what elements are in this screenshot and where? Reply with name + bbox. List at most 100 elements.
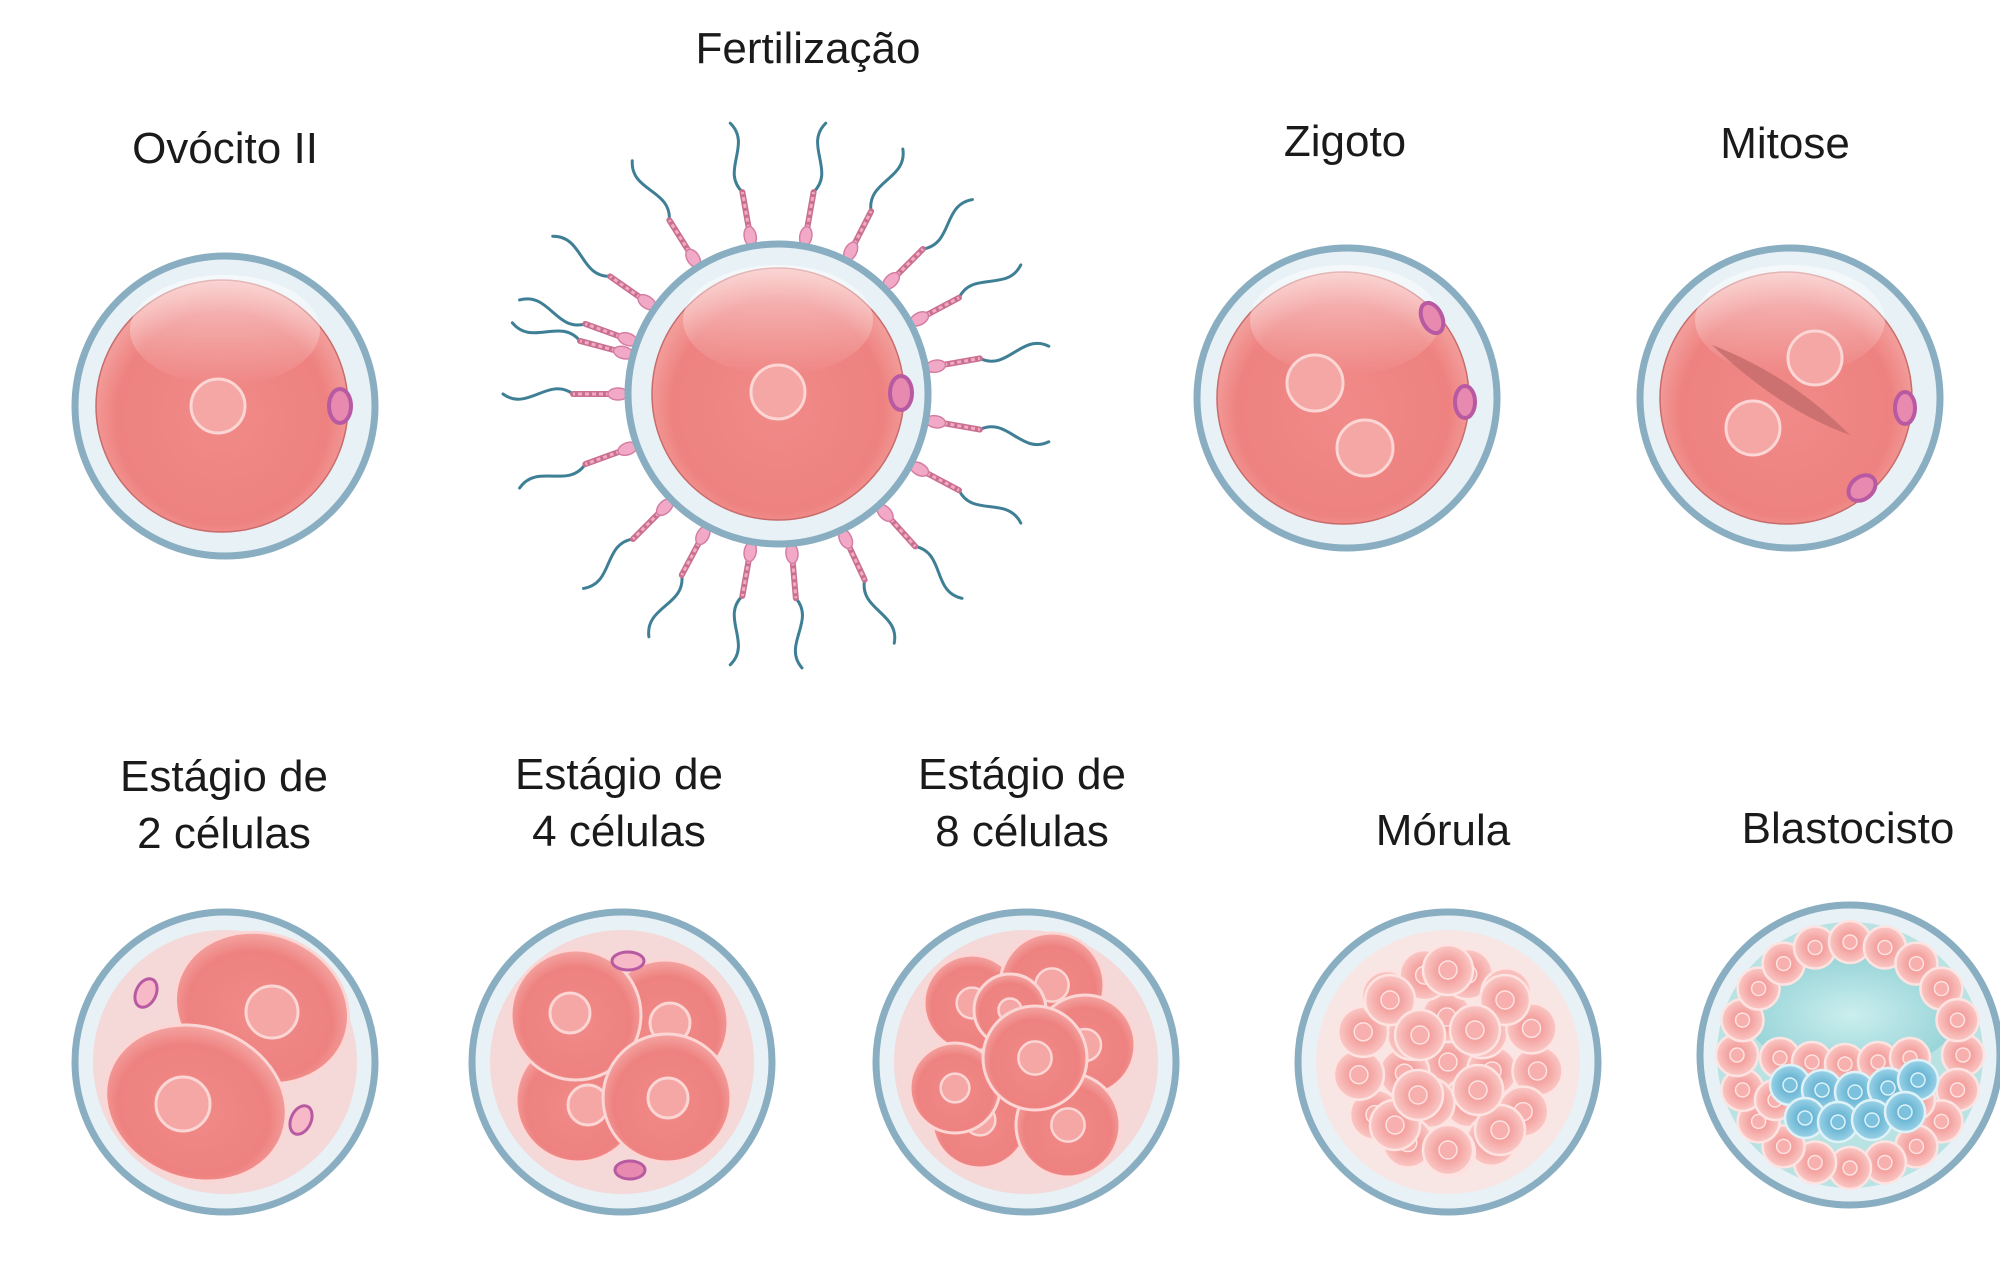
nucleus [1050,1107,1086,1143]
sperm-tail [812,121,828,194]
sperm [551,234,657,311]
nucleus [1734,1012,1751,1028]
sperm [837,528,897,645]
sperm [510,321,634,360]
nucleus [1353,1022,1373,1042]
oocyte-figure [71,252,379,560]
nucleus [154,1075,212,1133]
nucleus [1495,990,1515,1010]
sperm [882,198,974,290]
polar-body [133,977,159,1009]
sperm [728,540,758,667]
nucleus [1807,1154,1823,1171]
polar-body [613,1159,647,1181]
nucleus [1527,1061,1548,1081]
nucleus [1408,1085,1428,1105]
nucleus [1017,1040,1053,1076]
nucleus [1842,934,1858,950]
nucleus [1782,1077,1798,1093]
nucleus [1864,1112,1880,1128]
sperm-midpiece-detail [847,545,866,581]
nucleus [1734,1082,1751,1098]
sperm-tail [728,121,744,194]
nucleus [1797,1110,1813,1126]
nucleus [1804,1054,1820,1070]
nucleus [1949,1012,1966,1028]
nucleus [1775,955,1792,972]
sperm-tail [551,234,612,278]
nucleus [1438,960,1458,980]
nucleus [1729,1047,1745,1063]
nucleus [189,377,247,435]
sperm-tail [728,594,744,667]
nucleus [646,1076,690,1120]
sperm-midpiece-detail [680,541,701,576]
sperm [630,159,702,269]
sperm-midpiece-detail [852,210,873,245]
label-eight-cell: Estágio de 8 células [918,750,1126,856]
nucleus [749,363,807,421]
sperm-midpiece-detail [889,517,917,548]
sperm-midpiece-detail [740,559,751,597]
nucleus [1438,1140,1458,1160]
label-four-cell: Estágio de 4 células [515,750,723,856]
polar-body [1453,384,1477,420]
sperm-tail [957,263,1023,300]
sperm-tail [913,544,964,600]
sperm [924,342,1051,374]
sperm [518,297,639,347]
fertilization-figure [501,121,1051,670]
polar-body [288,1104,314,1136]
sperm-midpiece-detail [584,450,621,466]
nucleus [1775,1138,1792,1155]
nucleus [1465,1020,1485,1040]
sperm-midpiece-detail [579,339,617,352]
sperm-tail [510,321,582,343]
sperm-midpiece-detail [740,191,751,229]
nucleus [1786,329,1844,387]
sperm [876,503,964,600]
label-mitosis: Mitose [1720,119,1850,168]
polar-body [1846,473,1878,503]
sperm-tail [582,537,635,590]
nucleus [548,991,592,1035]
nucleus [1910,1072,1926,1088]
sperm-tail [978,425,1051,446]
nucleus [1877,1154,1893,1171]
nucleus [1880,1080,1896,1096]
sperm [785,542,804,670]
four-cell-figure [468,908,776,1216]
nucleus [1949,1082,1966,1098]
sperm-tail [862,578,897,645]
nucleus [1847,1084,1863,1100]
label-fertilization: Fertilização [695,24,921,73]
nucleus [1933,1113,1950,1130]
nucleus [1380,990,1400,1010]
nucleus [1908,1138,1925,1155]
label-oocyte: Ovócito II [132,124,318,173]
nucleus [1837,1056,1853,1072]
sperm-tail [978,342,1051,363]
mitotic-spindle [1712,345,1850,435]
morula-figure [1294,908,1602,1216]
highlight [130,275,320,385]
sperm [501,387,629,401]
nucleus [939,1072,971,1104]
eight-cell-figure [872,908,1180,1216]
blastomeres [1332,943,1564,1179]
sperm-midpiece-detail [609,275,642,299]
sperm [909,263,1023,327]
nucleus [1750,980,1767,997]
pronucleus [1335,418,1395,478]
zygote-figure [1193,244,1501,552]
sperm-midpiece-detail [895,247,925,277]
sperm-tail [957,488,1023,525]
label-blastocyst: Blastocisto [1741,804,1955,853]
nucleus [1349,1064,1369,1085]
sperm [518,441,639,490]
nucleus [1897,1104,1913,1120]
sperm-tail [921,198,974,251]
nucleus [1724,399,1782,457]
pronucleus [1285,353,1345,413]
sperm [924,414,1051,446]
